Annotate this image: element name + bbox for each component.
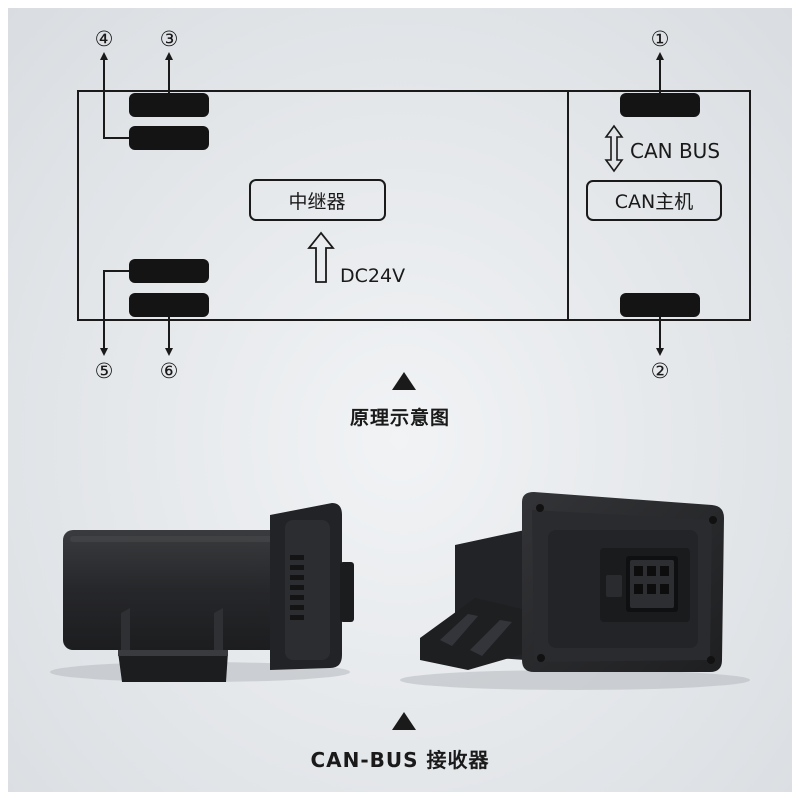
port-number-3: ③ (160, 27, 179, 51)
port-number-5: ⑤ (95, 359, 114, 383)
port-number-6: ⑥ (160, 359, 179, 383)
vehicle-outline (77, 90, 751, 321)
product-caption: CAN-BUS 接收器 (310, 748, 490, 772)
port-number-2: ② (651, 359, 670, 383)
receiver-side-view-image (50, 503, 354, 682)
product-pointer-icon (392, 712, 416, 730)
port-number-1: ① (651, 27, 670, 51)
schematic-caption: 原理示意图 (349, 407, 450, 429)
schematic-pointer-icon (392, 372, 416, 390)
relay-label: 中继器 (288, 191, 345, 213)
leader-arrow-4 (100, 52, 129, 139)
can-host-label: CAN主机 (615, 191, 693, 213)
port-number-4: ④ (95, 27, 114, 51)
connector-2 (620, 293, 700, 317)
connector-1 (620, 93, 700, 117)
power-input-arrow-icon (307, 231, 335, 283)
connector-5 (129, 259, 209, 283)
leader-arrow-5 (100, 270, 129, 356)
receiver-front-view-image (400, 492, 750, 690)
can-bus-double-arrow-icon (604, 124, 624, 173)
can-host-box (586, 180, 722, 221)
relay-box (249, 179, 386, 221)
power-label: DC24V (340, 265, 405, 287)
connector-4 (129, 126, 209, 150)
can-bus-label: CAN BUS (630, 139, 720, 163)
connector-6 (129, 293, 209, 317)
connector-3 (129, 93, 209, 117)
